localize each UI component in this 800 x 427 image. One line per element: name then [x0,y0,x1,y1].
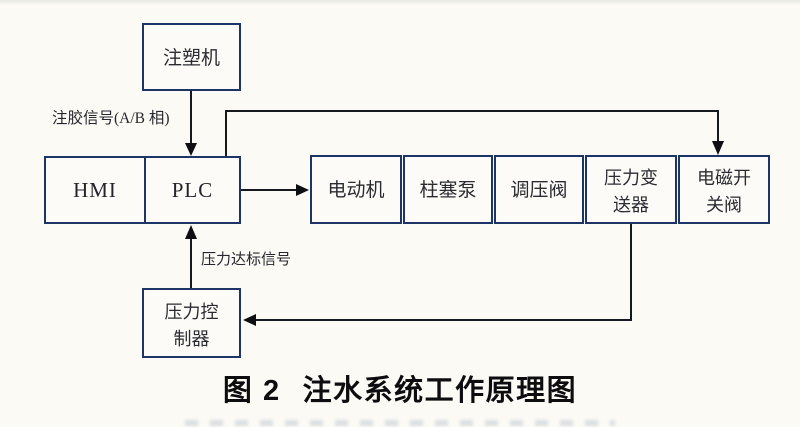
figure-caption-number: 图 2 [222,375,281,407]
pressure-controller-label-line1: 压力控 [165,302,219,322]
pressure-transmitter-label-line2: 送器 [613,195,649,215]
plunger-pump-box [403,155,493,224]
node-plunger-pump: 柱塞泵 [403,155,493,224]
node-solenoid-switch-valve: 电磁开 关阀 [678,155,770,224]
scan-artifact-bottom [185,420,615,426]
hmi-label: HMI [73,178,117,202]
arrowhead-right-into-motor [296,184,309,196]
edge-label-pressure-reached-signal: 压力达标信号 [201,251,291,268]
pressure-transmitter-label-line1: 压力变 [604,168,658,188]
edge-plc-to-solenoid-valve [225,110,719,157]
edge-label-injection-signal: 注胶信号(A/B 相) [52,109,170,127]
arrowhead-left-into-controller [243,314,256,326]
solenoid-switch-valve-label-line1: 电磁开 [697,168,751,188]
pressure-regulating-valve-box [494,155,584,224]
solenoid-switch-valve-box [678,155,770,224]
motor-box [310,155,402,224]
pressure-controller-label-line2: 制器 [174,329,210,349]
motor-label: 电动机 [327,179,384,201]
arrowhead-down-into-plc [185,143,197,156]
figure-caption-title: 注水系统工作原理图 [302,375,578,407]
injection-machine-box [142,23,241,91]
scan-artifact-top [0,0,800,5]
node-injection-machine: 注塑机 [142,23,241,91]
plunger-pump-label: 柱塞泵 [419,179,476,201]
pressure-regulating-valve-label: 调压阀 [510,179,567,201]
solenoid-switch-valve-label-line2: 关阀 [706,195,742,215]
node-hmi: HMI [44,156,146,224]
figure-caption: 图 2 注水系统工作原理图 [0,367,800,409]
edge-transmitter-to-controller [255,223,632,321]
node-pressure-transmitter: 压力变 送器 [585,155,677,224]
node-plc: PLC [144,156,241,224]
node-pressure-controller: 压力控 制器 [142,288,241,358]
arrowhead-up-into-plc [185,225,197,239]
hmi-box [44,156,146,224]
node-motor: 电动机 [310,155,402,224]
plc-label: PLC [172,178,214,202]
arrowhead-down-into-solenoid-valve [712,141,724,155]
pressure-transmitter-box [585,155,677,224]
injection-machine-label: 注塑机 [163,47,220,69]
pressure-controller-box [142,288,241,358]
node-pressure-regulating-valve: 调压阀 [494,155,584,224]
plc-box [144,156,241,224]
